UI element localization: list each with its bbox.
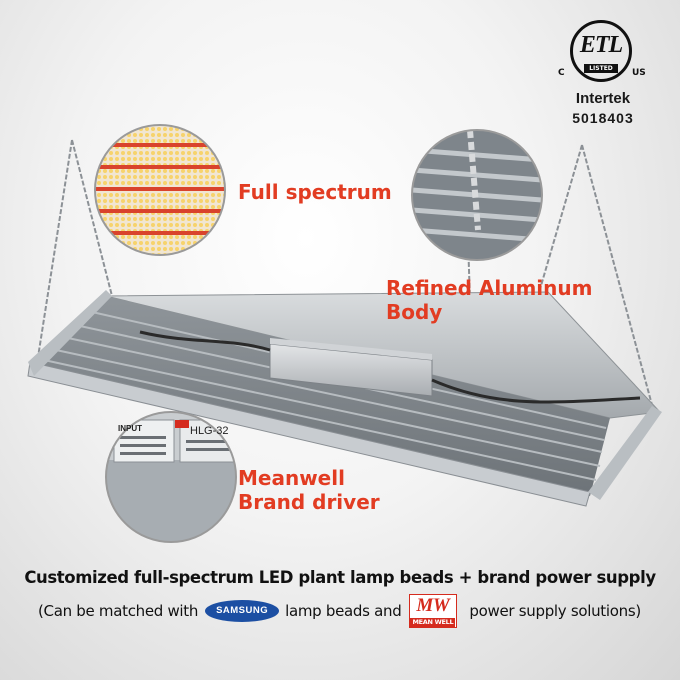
etl-us-mark: US	[632, 68, 646, 78]
feature-aluminum-body: Refined Aluminum Body	[386, 276, 592, 324]
caption-sub-middle: lamp beads and	[285, 602, 402, 620]
caption-headline: Customized full-spectrum LED plant lamp …	[24, 568, 656, 587]
feature-full-spectrum: Full spectrum	[238, 180, 392, 204]
driver-model-label: HLG-32	[190, 425, 229, 437]
certification-code: 5018403	[572, 110, 634, 126]
etl-listed-label: LISTED	[584, 64, 618, 73]
meanwell-logo-name: MEAN WELL	[410, 618, 456, 627]
meanwell-logo-letters: MW	[416, 595, 450, 616]
meanwell-logo: MW MEAN WELL	[409, 594, 458, 628]
etl-circle	[570, 20, 632, 82]
etl-c-mark: C	[558, 68, 565, 78]
grow-light-fixture	[27, 290, 662, 507]
caption-sub-prefix: (Can be matched with	[38, 602, 199, 620]
feature-label: Meanwell	[238, 466, 345, 490]
feature-label: Full spectrum	[238, 180, 392, 204]
feature-meanwell-driver: Meanwell Brand driver	[238, 466, 380, 514]
etl-certification-mark: ETL LISTED C US Intertek 5018403	[548, 14, 658, 130]
certification-brand: Intertek	[575, 90, 631, 107]
caption-sub-suffix: power supply solutions)	[469, 602, 641, 620]
feature-label-line2: Brand driver	[238, 490, 380, 514]
feature-label-line2: Body	[386, 300, 443, 324]
feature-label: Refined Aluminum	[386, 276, 593, 300]
caption-subline: (Can be matched with SAMSUNG lamp beads …	[38, 594, 658, 628]
inset-aluminum-closeup	[411, 129, 543, 261]
inset-led-closeup	[94, 124, 226, 256]
etl-mark-letters: ETL	[579, 32, 623, 58]
inset-driver-closeup	[105, 411, 237, 543]
samsung-logo: SAMSUNG	[205, 600, 280, 622]
driver-input-label: INPUT	[118, 424, 142, 433]
